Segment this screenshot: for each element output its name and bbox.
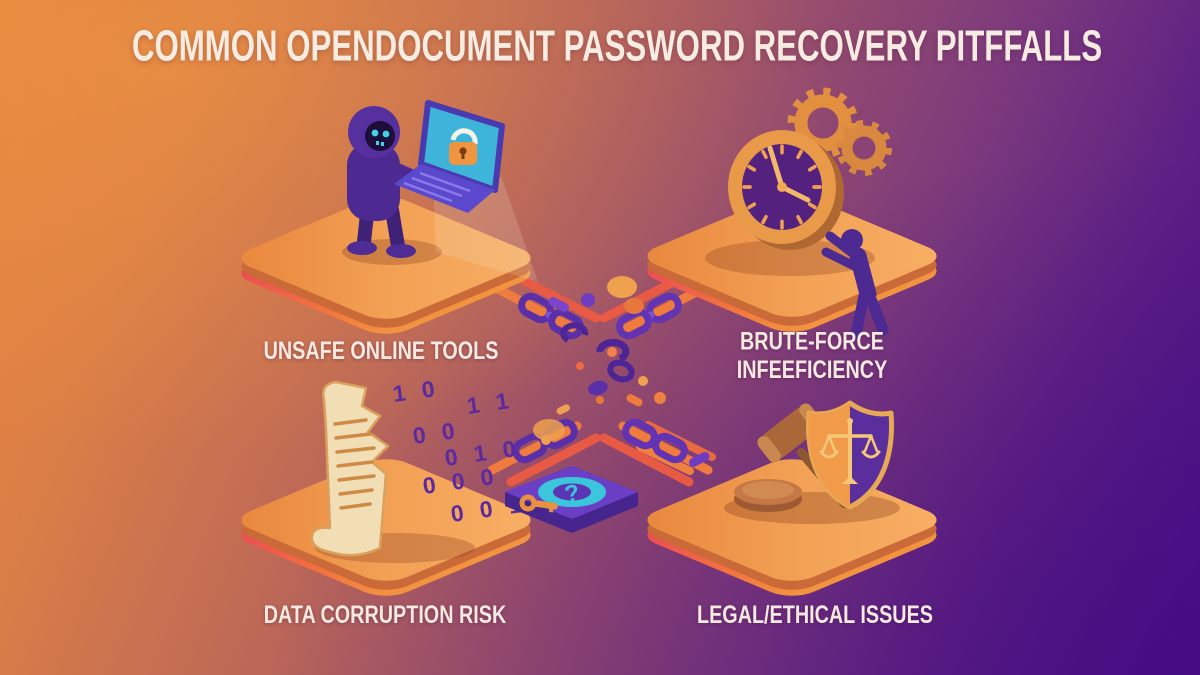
label-data-corruption-risk: DATA CORRUPTION RISK (263, 599, 507, 629)
panel-top-left-illustration (229, 100, 543, 339)
svg-text:1 0: 1 0 (391, 375, 441, 407)
svg-text:1 1: 1 1 (465, 387, 515, 419)
label-brute-force-inefficiency: BRUTE-FORCE INFEEFICIENCY (683, 326, 941, 383)
chain-links (513, 276, 710, 467)
disk-icon: ? (505, 466, 638, 533)
gear-icon-large (787, 87, 859, 159)
torn-scroll-icon (310, 380, 390, 557)
disk-question-glyph: ? (562, 479, 581, 508)
gear-icon-small (836, 120, 892, 176)
hooded-hacker-figure (347, 106, 436, 258)
label-brute-force-line2: INFEEFICIENCY (736, 355, 888, 384)
pushing-figure (821, 229, 889, 340)
panel-bottom-right-illustration (635, 400, 949, 601)
clock-icon (728, 130, 844, 250)
scales-icon (819, 418, 881, 484)
panel-top-right-illustration (635, 87, 949, 340)
svg-text:0 0 0: 0 0 0 (421, 463, 500, 499)
key-icon (519, 494, 558, 513)
label-legal-ethical-issues: LEGAL/ETHICAL ISSUES (697, 599, 933, 629)
laptop-icon (394, 100, 505, 213)
page-title: COMMON OPENDOCUMENT PASSWORD RECOVERY PI… (132, 22, 1103, 71)
label-brute-force-line1: BRUTE-FORCE (740, 326, 884, 355)
hacker-face (365, 121, 395, 151)
minute-hand (767, 145, 785, 190)
padlock-icon (449, 128, 478, 165)
sound-block (734, 479, 802, 512)
shield-icon (806, 400, 894, 510)
label-unsafe-online-tools: UNSAFE ONLINE TOOLS (263, 335, 499, 365)
panel-bottom-left-illustration: 1 0 1 1 0 0 0 1 0 0 0 0 0 0 1 ? (229, 375, 638, 601)
svg-text:0 0: 0 0 (411, 417, 461, 449)
